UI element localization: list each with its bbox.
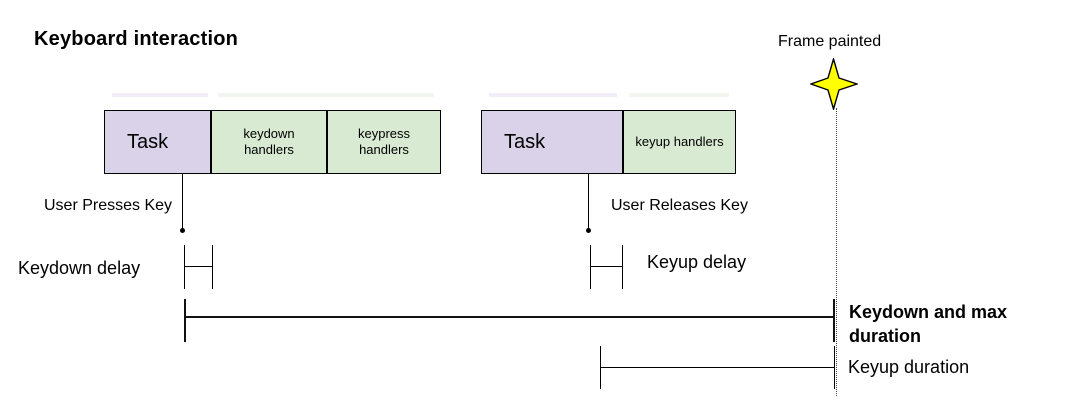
frame-painted-label: Frame painted [778, 33, 882, 50]
ghost-strip [629, 93, 729, 97]
keydown-max-duration-right-tick [833, 299, 835, 342]
press-event-dot [180, 228, 185, 233]
keypress-handlers-label: keypress handlers [357, 125, 411, 157]
keydown-delay-right-tick [212, 245, 213, 289]
keyup-handlers-segment: keyup handlers [623, 110, 736, 174]
keyup-duration-line [601, 367, 835, 368]
task-segment: Task [104, 110, 211, 174]
keydown-max-duration-line [185, 316, 835, 318]
frame-painted-star-icon [810, 58, 858, 110]
release-event-dot [586, 228, 591, 233]
keydown-delay-label: Keydown delay [18, 258, 141, 278]
keyup-duration-right-tick [834, 346, 835, 389]
task-label: Task [127, 130, 169, 153]
frame-painted-guide-line [836, 108, 837, 396]
ghost-strip [218, 93, 434, 97]
keyup-delay-right-tick [622, 245, 623, 289]
keydown-max-duration-left-tick [184, 299, 186, 342]
keyup-delay-left-tick [590, 245, 591, 289]
keyup-task-bar: Task keyup handlers [481, 110, 736, 174]
keydown-handlers-segment: keydown handlers [211, 110, 327, 174]
keyup-delay-label: Keyup delay [647, 252, 747, 272]
keyup-delay-bar [590, 266, 623, 267]
task-segment: Task [481, 110, 623, 174]
keydown-delay-bar [184, 266, 213, 267]
keyup-handlers-label: keyup handlers [635, 133, 724, 149]
keydown-delay-left-tick [184, 245, 185, 289]
ghost-strip [489, 93, 617, 97]
press-event-line [182, 174, 183, 228]
page-title: Keyboard interaction [34, 28, 239, 50]
keydown-handlers-label: keydown handlers [243, 125, 295, 157]
keyup-duration-label: Keyup duration [848, 357, 970, 377]
task-label: Task [504, 130, 546, 153]
keydown-task-bar: Task keydown handlers keypress handlers [104, 110, 441, 174]
ghost-strip [112, 93, 208, 97]
user-presses-key-label: User Presses Key [44, 197, 173, 214]
release-event-line [588, 174, 589, 228]
keyup-duration-left-tick [600, 346, 601, 389]
keypress-handlers-segment: keypress handlers [327, 110, 441, 174]
user-releases-key-label: User Releases Key [611, 197, 748, 214]
keydown-max-duration-label: Keydown and max duration [849, 302, 1008, 346]
